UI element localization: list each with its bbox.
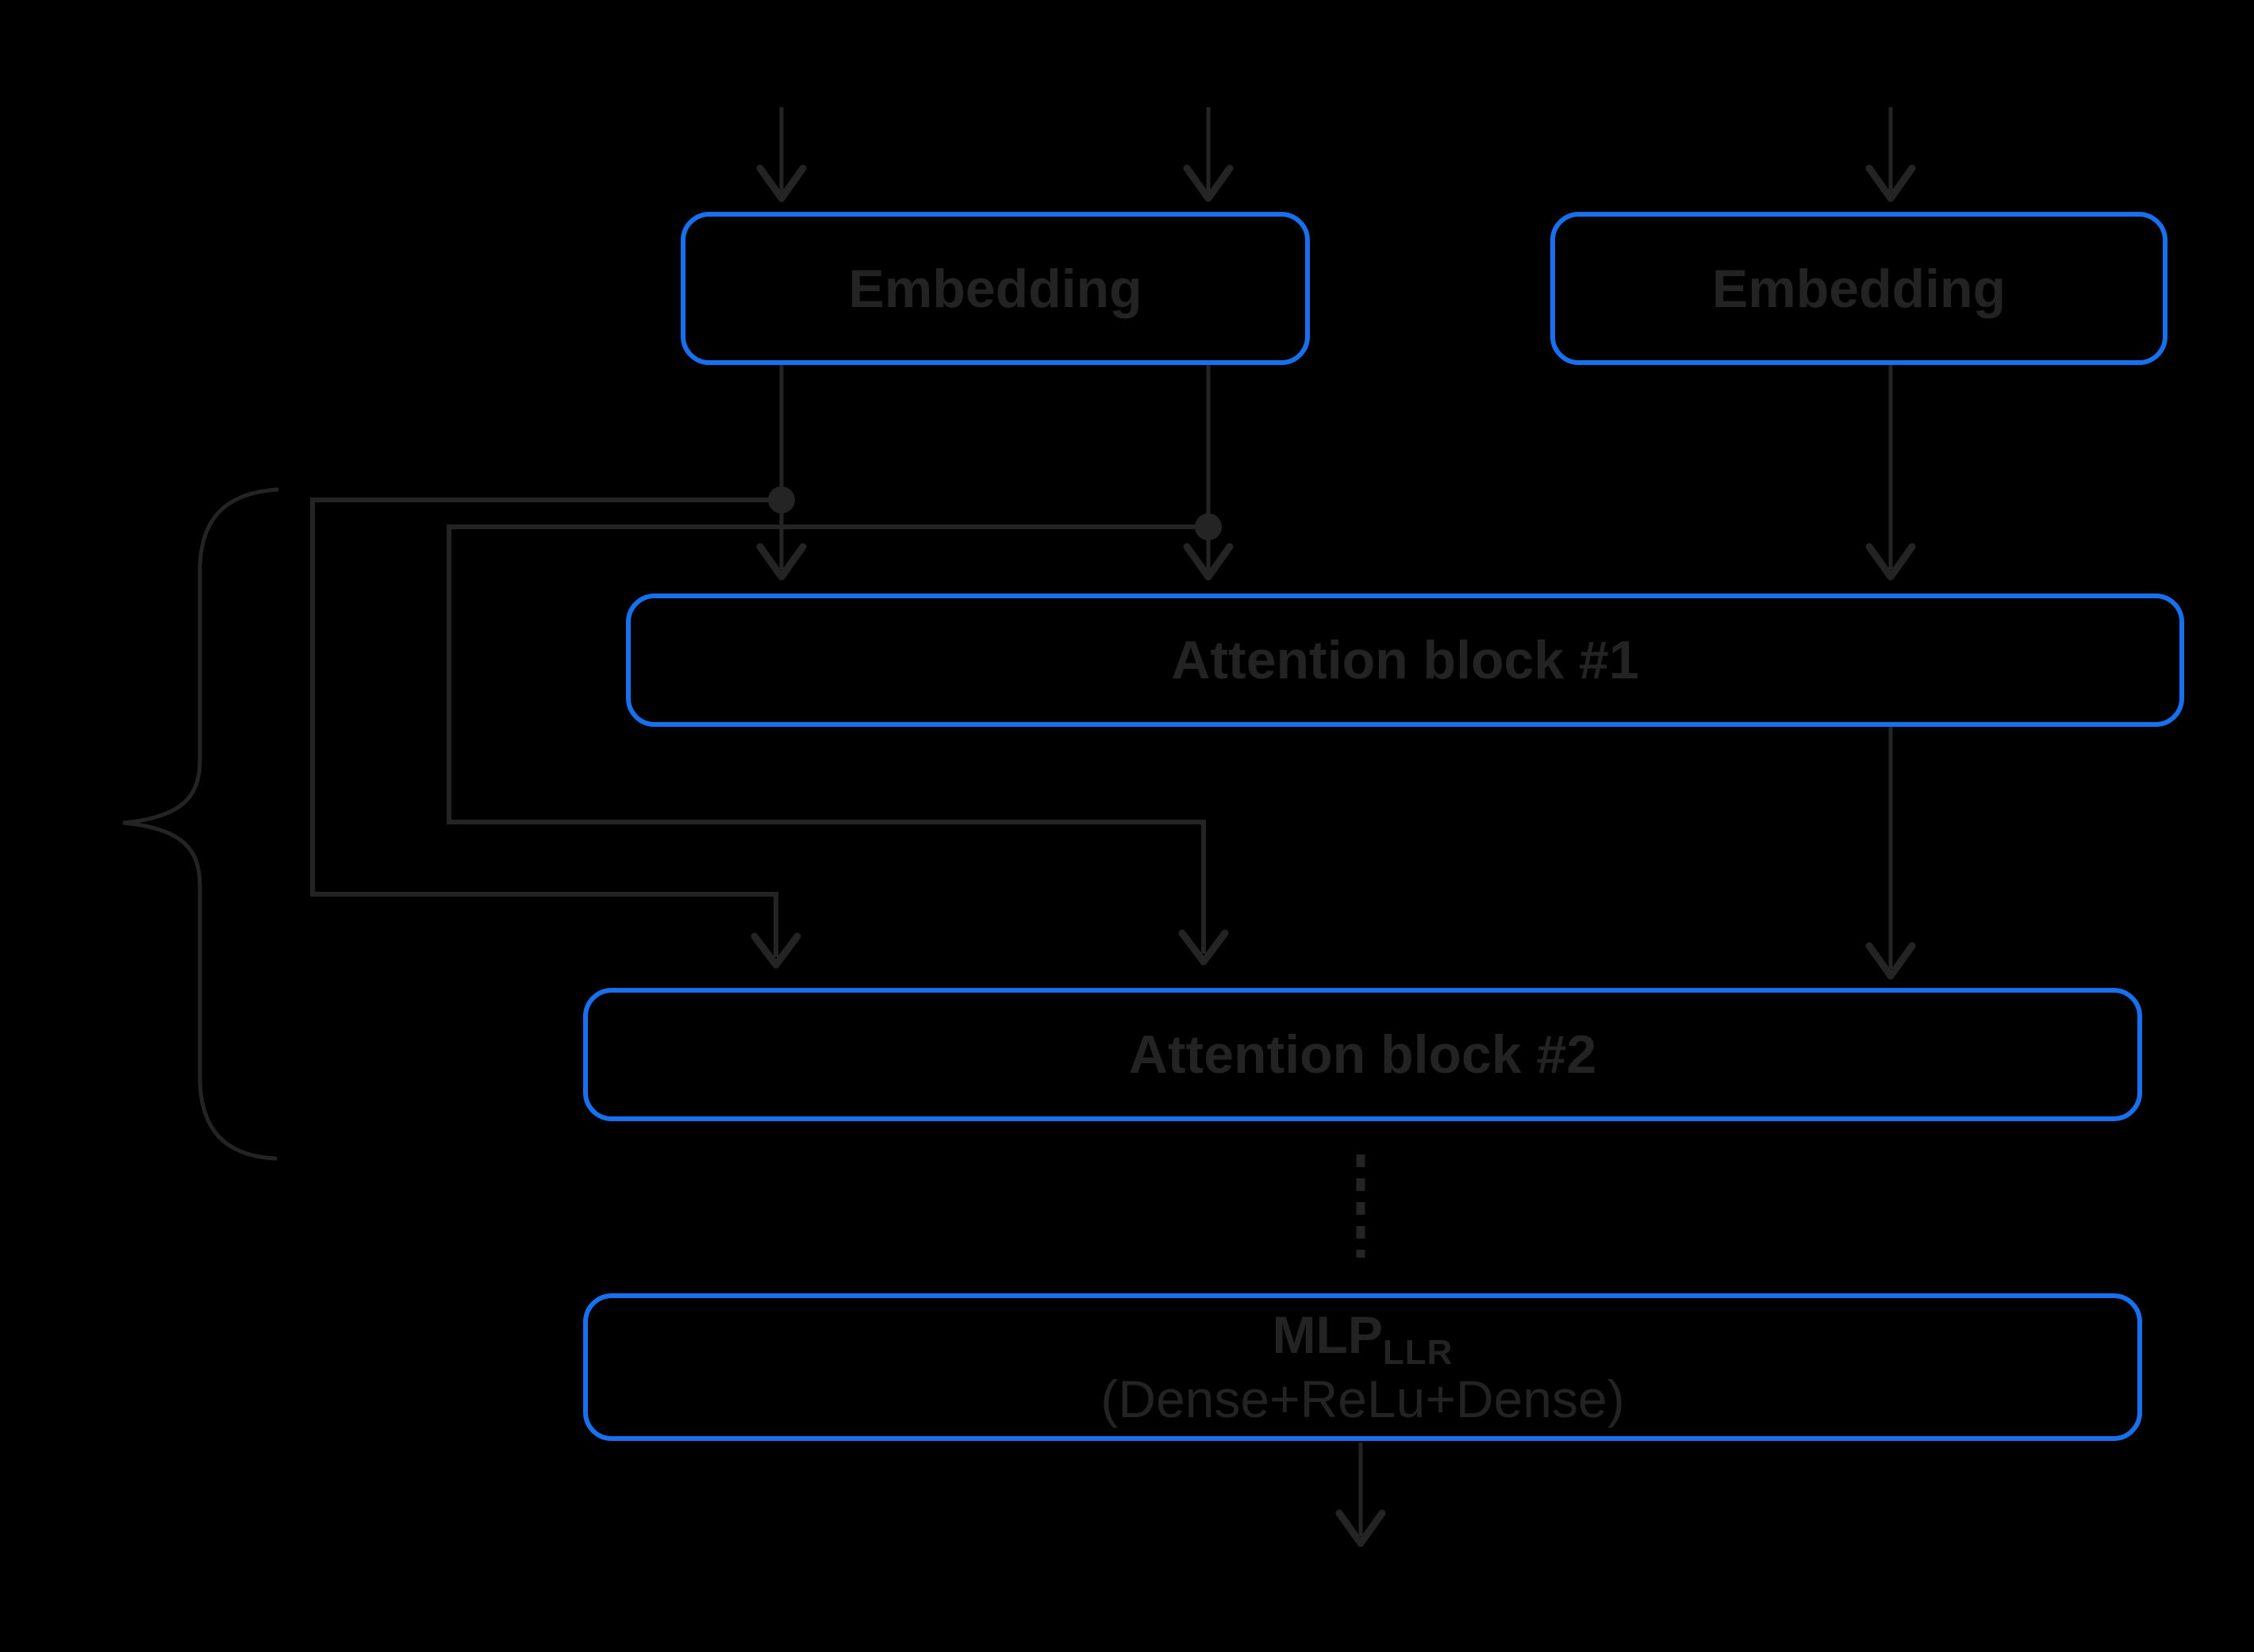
skip-outer-to-attention2-arrow	[310, 498, 801, 969]
node-mlp-label-subscript: LLR	[1382, 1332, 1453, 1372]
node-attention-block-2: Attention block #2	[583, 988, 2142, 1121]
node-embedding-left-label: Embedding	[848, 258, 1142, 319]
skip-inner-to-attention2-arrow	[447, 524, 1229, 966]
node-mlp-label-line2: (Dense+ReLu+Dense)	[1100, 1370, 1625, 1429]
embedding-left-to-attention1-right-arrow	[1183, 365, 1234, 581]
embedding-left-to-attention1-left-arrow	[756, 365, 807, 581]
node-mlp-label-main: MLPLLR	[1272, 1304, 1453, 1372]
node-attention-block-1: Attention block #1	[626, 594, 2184, 727]
attention1-to-attention2-arrow	[1865, 727, 1916, 980]
input-arrow-1	[756, 107, 807, 202]
node-mlp-llr: MLPLLR (Dense+ReLu+Dense)	[583, 1293, 2142, 1441]
embedding-right-to-attention1-arrow	[1865, 365, 1916, 581]
grouping-brace	[122, 487, 279, 1161]
mlp-output-arrow	[1335, 1443, 1386, 1547]
node-embedding-right: Embedding	[1550, 212, 2168, 365]
input-arrow-3	[1865, 107, 1916, 202]
input-arrow-2	[1183, 107, 1234, 202]
node-attention-block-1-label: Attention block #1	[1171, 630, 1639, 690]
node-attention-block-2-label: Attention block #2	[1128, 1024, 1597, 1085]
node-embedding-left: Embedding	[681, 212, 1310, 365]
node-embedding-right-label: Embedding	[1711, 258, 2006, 319]
